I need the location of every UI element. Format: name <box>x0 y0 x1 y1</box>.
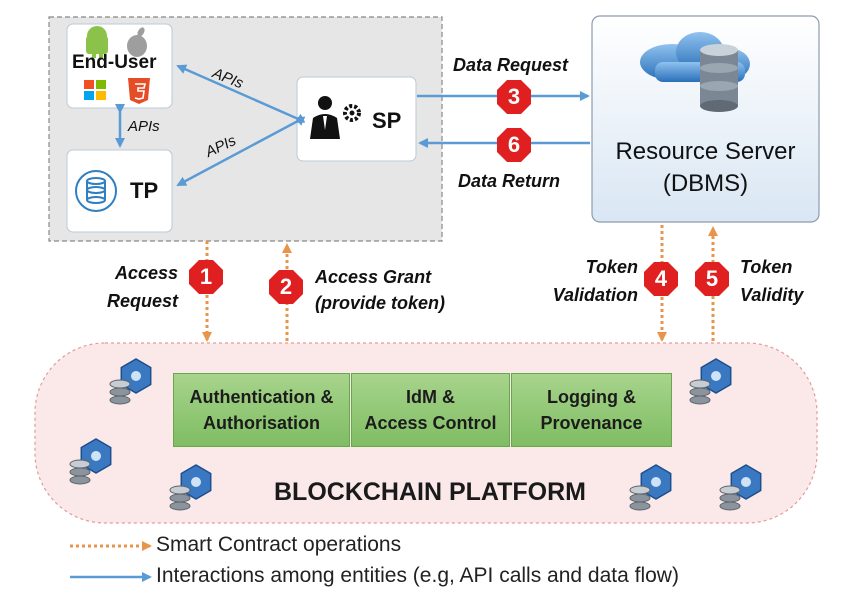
token-validation-label-line1: Token <box>585 257 638 277</box>
token-validity-label-line2: Validity <box>740 285 804 305</box>
step-number-5: 5 <box>705 266 719 291</box>
arrow-sp-to-end-user <box>176 64 306 126</box>
blockchain-node-icon <box>719 464 762 511</box>
module-authentication-line1: Authentication & <box>189 387 334 407</box>
html5-icon <box>128 78 150 104</box>
step-number-3: 3 <box>507 84 521 109</box>
step-badge-6 <box>497 128 531 162</box>
end-user-label: End-User <box>72 52 157 73</box>
apple-icon <box>127 27 147 57</box>
step-badge-5 <box>695 262 729 296</box>
apis-label-user-tp: APIs <box>128 118 160 135</box>
legend-smart-contract: Smart Contract operations <box>156 533 402 556</box>
module-logging-line2: Provenance <box>540 413 643 433</box>
service-provider-icon <box>310 96 361 139</box>
access-grant-label-line1: Access Grant <box>315 267 432 287</box>
blockchain-node-icon <box>109 358 152 405</box>
blockchain-node-icon <box>689 358 732 405</box>
android-icon <box>86 26 108 58</box>
step-badge-3 <box>497 80 531 114</box>
database-gear-icon <box>75 170 117 212</box>
cloud-database-icon <box>640 32 750 112</box>
step-badge-1 <box>189 260 223 294</box>
blockchain-title: BLOCKCHAIN PLATFORM <box>274 478 586 506</box>
resource-server-title: Resource Server <box>615 138 796 165</box>
step-badge-4 <box>644 262 678 296</box>
access-request-label-line2: Request <box>106 291 178 311</box>
token-validity-label-line1: Token <box>740 257 793 277</box>
module-authentication: Authentication & Authorisation <box>173 373 350 447</box>
module-idm-line2: Access Control <box>364 413 497 433</box>
step-number-1: 1 <box>199 264 213 289</box>
blockchain-node-icon <box>629 464 672 511</box>
module-idm-line1: IdM & <box>405 387 455 407</box>
resource-server-subtitle: (DBMS) <box>662 170 749 197</box>
step-number-2: 2 <box>279 274 293 299</box>
module-logging-line1: Logging & <box>547 387 636 407</box>
module-idm: IdM & Access Control <box>351 373 510 447</box>
blockchain-node-icon <box>69 438 112 485</box>
step-badge-2 <box>269 270 303 304</box>
access-request-label-line1: Access <box>114 263 178 283</box>
token-validation-label-line2: Validation <box>552 285 638 305</box>
data-return-label: Data Return <box>458 171 561 191</box>
step-number-4: 4 <box>654 266 668 291</box>
module-logging: Logging & Provenance <box>511 373 672 447</box>
windows-icon <box>84 80 106 100</box>
tp-label: TP <box>130 178 159 203</box>
arrow-sp-to-tp <box>176 113 306 187</box>
access-grant-label-line2: (provide token) <box>315 293 446 313</box>
module-authentication-line2: Authorisation <box>203 413 320 433</box>
legend-interactions: Interactions among entities (e.g, API ca… <box>156 564 679 587</box>
sp-label: SP <box>372 108 402 133</box>
step-number-6: 6 <box>507 132 521 157</box>
data-request-label: Data Request <box>453 55 569 75</box>
blockchain-node-icon <box>169 464 212 511</box>
